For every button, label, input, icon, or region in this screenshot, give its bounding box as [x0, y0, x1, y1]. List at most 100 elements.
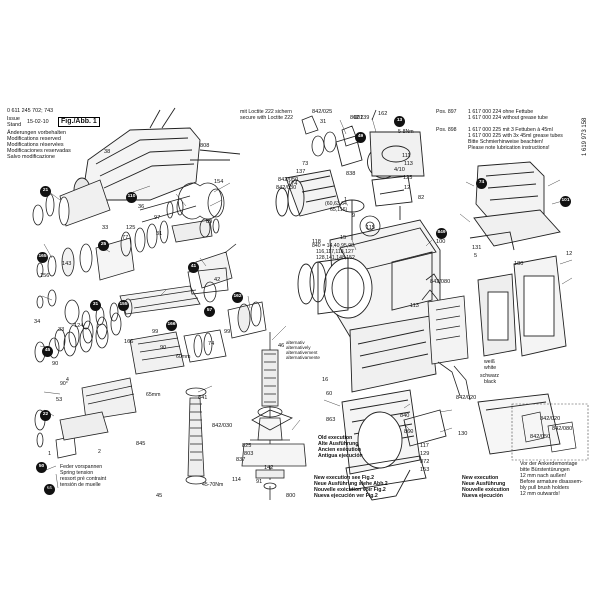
callout-number: 156 [40, 273, 50, 279]
callout-number: 97 [154, 215, 161, 221]
callout-number: 41 [188, 262, 199, 273]
callout-number: 4/10 [394, 167, 405, 173]
grease-line-5: Bitte Schmierhinweise beachten! [468, 139, 544, 145]
callout-number: 174 [288, 181, 298, 187]
callout-number: 36 [138, 204, 145, 210]
callout-number: 73 [302, 161, 309, 167]
callout-number: 31 [90, 300, 101, 311]
grease-line-6: Please note lubrication instructions! [468, 145, 550, 151]
callout-number: 12 [404, 185, 411, 191]
callout-number: 111 [402, 153, 411, 159]
dim-65mm: 65mm [146, 392, 161, 398]
callout-number: 12 [566, 251, 573, 257]
callout-number: 90 [52, 361, 59, 367]
callout-number: 139 [360, 115, 370, 121]
detail-box-parts [521, 411, 577, 453]
pos-116: 116,117,118,127 [316, 249, 354, 255]
guide-tube-drawing [32, 179, 225, 227]
callout-number: 5 [474, 253, 478, 259]
new-execution-fr: Nouvelle exécution [462, 487, 510, 493]
callout-number: 22 [40, 410, 51, 421]
callout-number: 124 [74, 323, 84, 329]
pos-840: 840 = 14,40,95,98 [312, 243, 354, 249]
new-execution-es: Nueva ejecución [462, 493, 503, 499]
issue-date: 15-02-10 [27, 119, 49, 125]
callout-number: 25 [98, 240, 109, 251]
callout-number: 842/025 [312, 109, 333, 115]
dim-4: 4 [66, 377, 69, 383]
callout-number: 165 [37, 252, 48, 263]
changes-line-3: Modifications réservées [7, 142, 64, 148]
new-execution-de: Neue Ausführung [462, 481, 506, 487]
callout-number: 863 [326, 417, 336, 423]
callout-number: 849 [436, 228, 447, 239]
callout-number: 162 [378, 111, 388, 117]
callout-number: 117 [420, 443, 429, 449]
detail-box [511, 403, 589, 461]
callout-number: 74 [476, 178, 487, 189]
spring-note-de: Feder vorspannen [60, 464, 103, 470]
callout-number: 842/020 [456, 395, 477, 401]
callout-number: 100 [436, 239, 446, 245]
new-execution-en: New execution [462, 475, 499, 481]
callout-number: 125 [126, 225, 136, 231]
callout-number: 110 [126, 192, 137, 203]
pos-898: Pos. 898 [436, 127, 457, 133]
callout-number: 45 [42, 346, 53, 357]
changes-line-2: Modifications reserved [7, 136, 61, 142]
wire-black-en: black [484, 379, 497, 385]
callout-number: 1 [344, 197, 348, 203]
callout-number: 166 [124, 339, 134, 345]
armature-note-5: bly pull brush holders [520, 485, 570, 491]
callout-number: 1 [48, 451, 52, 457]
grease-line-3: 1 617 000 225 mit 3 Fettuben à 45ml [468, 127, 553, 133]
callout-number: 842/050 [530, 434, 551, 440]
pos-128: 128,141,148,152 [316, 255, 355, 261]
callout-number: 125 [403, 175, 413, 181]
callout-number: 33 [102, 225, 109, 231]
tool-holder-drawing [73, 107, 241, 203]
callout-number: 162 [232, 292, 243, 303]
new-execution-fig2-de: Neue Ausführung siehe Abb.2 [314, 481, 388, 487]
old-execution-en: Old execution [318, 435, 353, 441]
callout-number: 114 [232, 477, 241, 483]
callout-number: 91 [256, 479, 263, 485]
callout-number: 49 [355, 132, 366, 143]
document-number: 1 619 973 158 [582, 117, 588, 156]
callout-number: 800 [286, 493, 296, 499]
callout-number: 842/020 [540, 416, 561, 422]
alternative-4: alternativamente [286, 355, 320, 360]
new-execution-fig2-es: Nueva ejecución ver Fig.2 [314, 493, 378, 499]
callout-number: 840 [400, 413, 410, 419]
new-execution-fig2-en: New execution see Fig.2 [314, 475, 374, 481]
callout-number: 837 [236, 457, 246, 463]
callout-number: 842/080 [552, 426, 573, 432]
wire-white-de: weiß [484, 359, 495, 365]
armature-note-2: bitte Bürstentürungen [520, 467, 570, 473]
callout-number: 154 [214, 179, 224, 185]
crankcase-drawing [275, 131, 441, 393]
part-number: 0 611 245 702; 743 [7, 108, 54, 114]
callout-number: 845 [136, 441, 146, 447]
dim-90: 90° [60, 381, 68, 387]
callout-number: 166 [166, 320, 177, 331]
pos-65-116: 65,116) [330, 207, 348, 213]
wire-black-de: schwarz [480, 373, 500, 379]
figure-label: Fig./Abb. 1 [58, 117, 100, 127]
alternative-3: alternativement [286, 350, 318, 355]
loctite-note-de: mit Loctite 222 sichern [240, 109, 292, 115]
grease-line-4: 1 617 000 225 with 3x 45ml grease tubes [468, 133, 563, 139]
armature-note-1: Vor der Ankerdemontage [520, 461, 578, 467]
callout-number: 57 [204, 306, 215, 317]
callout-number: 842/050 [278, 177, 299, 183]
handle-housing-drawing [469, 161, 567, 455]
callout-number: 46 [278, 343, 285, 349]
callout-number: 825 [242, 443, 252, 449]
striker-drawing [34, 323, 227, 459]
callout-number: 180 [514, 261, 524, 267]
old-execution-de: Alte Ausführung [318, 441, 359, 447]
callout-number: 803 [244, 451, 254, 457]
callout-number: 129 [420, 451, 430, 457]
callout-number: 51 [44, 484, 55, 495]
armature-note-3: 12 mm nach außen! [520, 473, 567, 479]
